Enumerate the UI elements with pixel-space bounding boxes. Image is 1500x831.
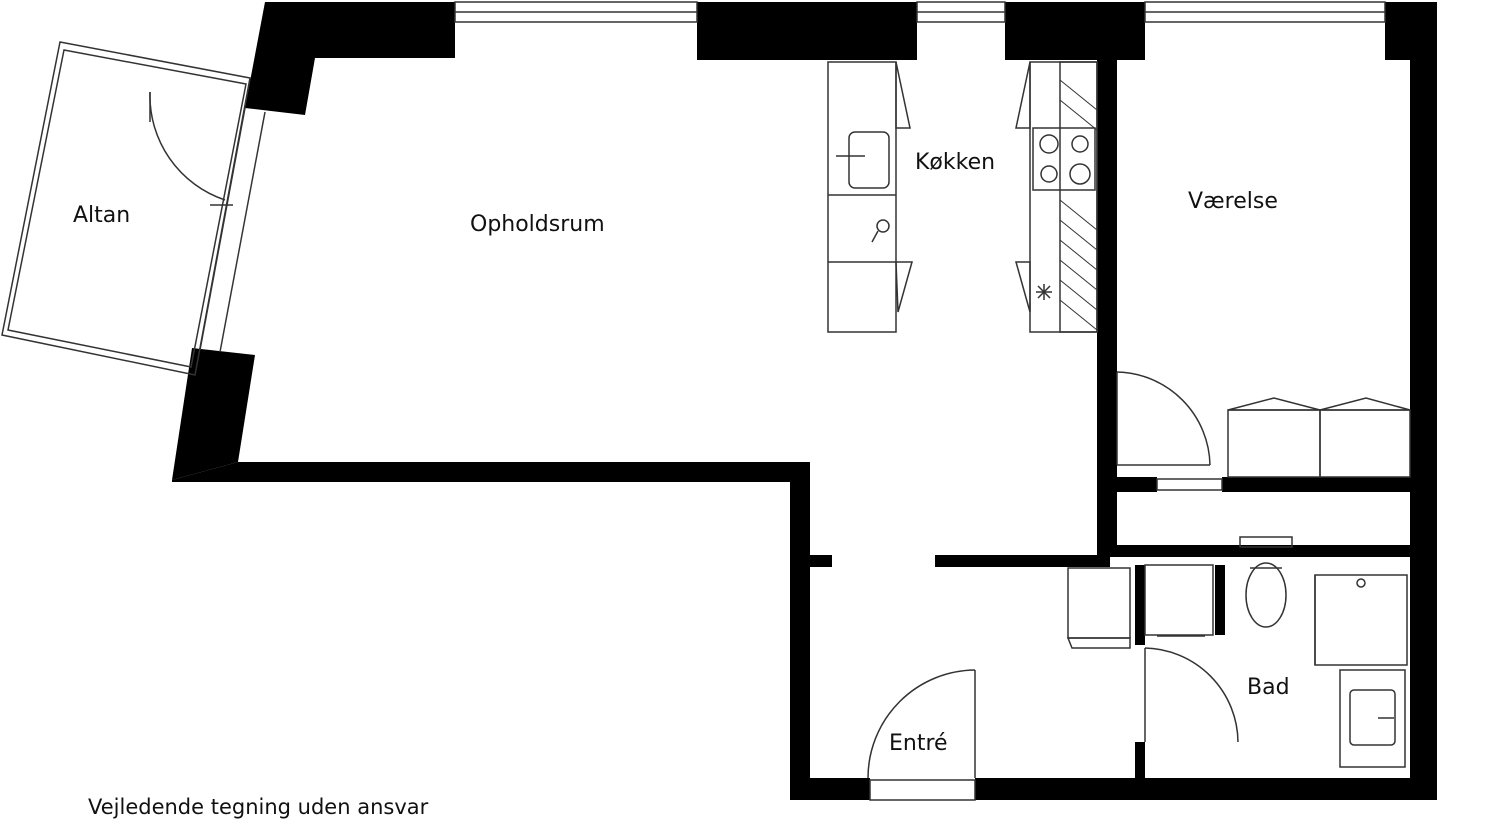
room-label-kokken: Køkken [915,150,996,175]
kitchen-island [827,61,913,333]
disclaimer-text: Vejledende tegning uden ansvar [88,795,429,819]
room-label-vaerelse: Værelse [1188,189,1278,214]
bathroom-fixtures [1144,536,1408,768]
windows [454,1,1386,801]
room-label-bad: Bad [1247,675,1290,700]
exterior-walls [172,2,1437,800]
room-label-altan: Altan [73,203,131,228]
bedroom-furniture [1116,371,1411,478]
room-label-entre: Entré [889,731,948,756]
room-label-opholdsrum: Opholdsrum [470,212,605,237]
entry-fixtures [867,567,1131,779]
kitchen-counter [1015,61,1098,333]
balcony [1,41,266,376]
